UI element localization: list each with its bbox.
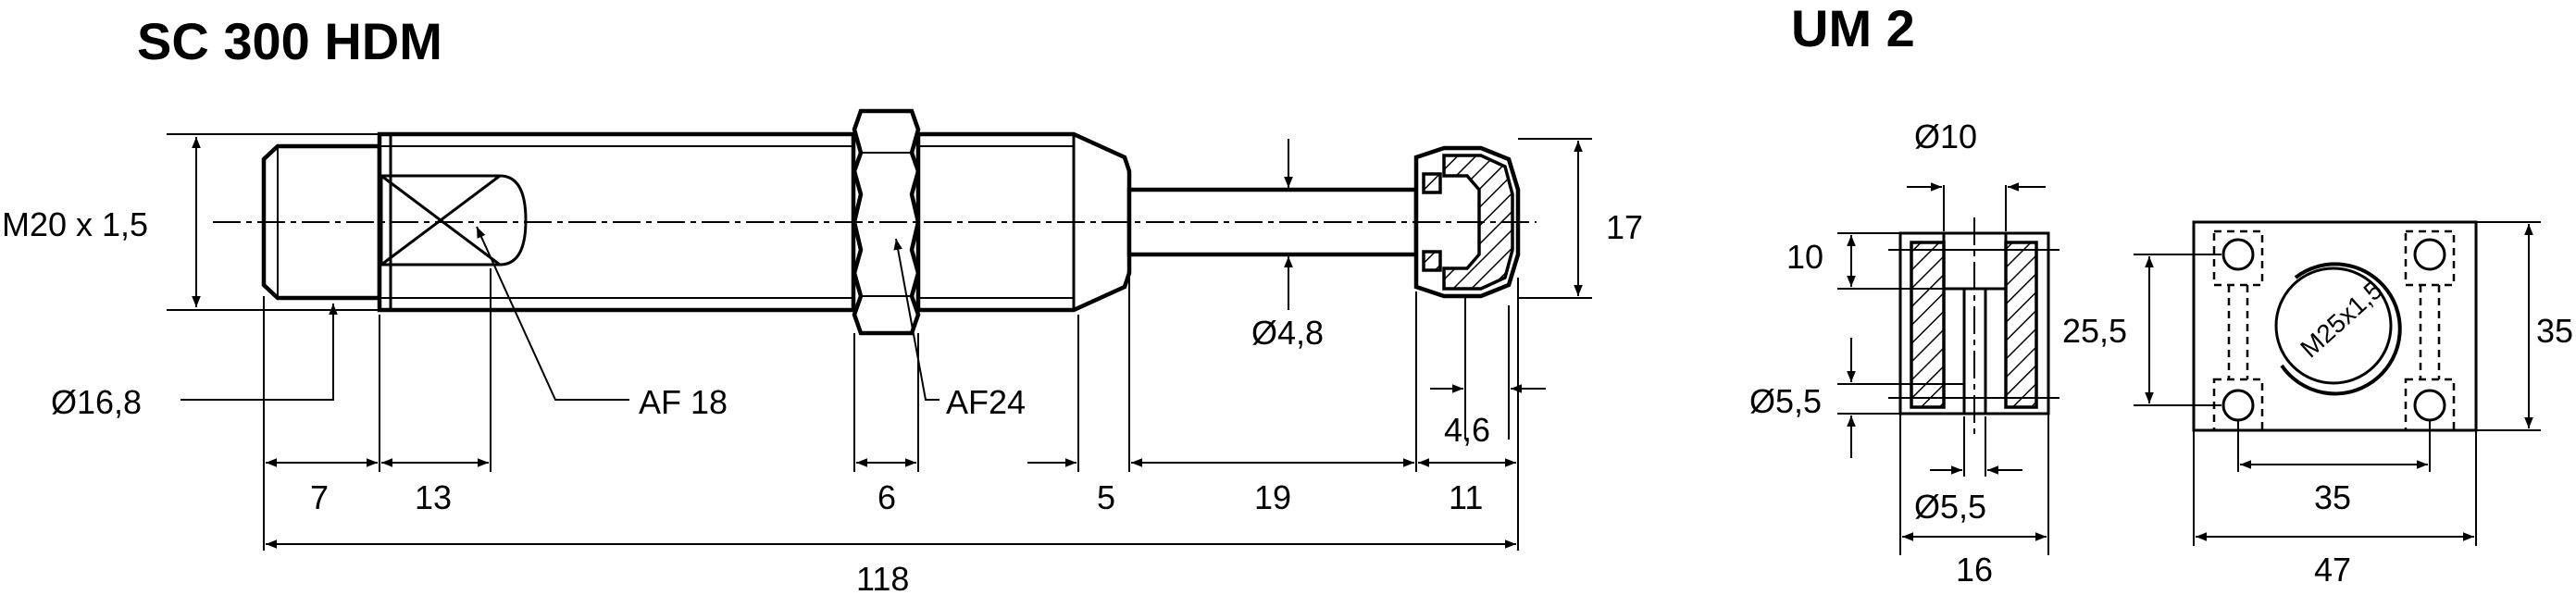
bore-label: Ø10 (1914, 118, 1977, 155)
rod-diameter-label: Ø4,8 (1251, 314, 1324, 352)
shock-absorber-dimensions: M20 x 1,5 Ø16,8 AF 18 AF24 Ø4,8 17 4,6 (2, 133, 1643, 595)
length-2: 13 (415, 478, 452, 516)
length-1: 7 (310, 478, 329, 516)
height-label: 35 (2536, 312, 2573, 350)
shock-absorber-view (213, 108, 1537, 336)
hole-spacing-h-label: 35 (2314, 478, 2351, 516)
mounting-block-side-view (1888, 217, 2060, 435)
mounting-block-front-view: M25x1,5 (2192, 220, 2478, 432)
side-width-label: 16 (1956, 551, 1993, 589)
thread-callout: M25x1,5 (2295, 276, 2388, 364)
length-6: 11 (1449, 478, 1483, 516)
hole-spacing-v-label: 25,5 (2062, 312, 2127, 350)
mounting-block-front-dimensions: 25,5 35 35 47 (2062, 221, 2573, 589)
overall-length: 118 (856, 560, 909, 595)
length-3: 6 (877, 478, 896, 516)
hole-bottom-label: Ø5,5 (1914, 488, 1986, 526)
end-cap-section (1442, 154, 1514, 291)
hole-label: Ø5,5 (1749, 382, 1822, 420)
cap-height-label: 17 (1606, 208, 1643, 246)
length-5: 19 (1254, 478, 1291, 516)
width-label: 47 (2314, 551, 2351, 589)
mounting-block-side-dimensions: Ø10 10 Ø5,5 Ø5,5 16 (1749, 118, 2049, 589)
title-shock-absorber: SC 300 HDM (137, 12, 442, 70)
wrench-flat-label: AF 18 (639, 383, 728, 421)
wrench-flat (380, 174, 528, 267)
length-4: 5 (1097, 478, 1115, 516)
title-mounting-block: UM 2 (1791, 0, 1915, 57)
body-diameter-label: Ø16,8 (51, 383, 142, 421)
thread-label: M20 x 1,5 (2, 205, 148, 243)
nut-wrench-label: AF24 (946, 383, 1026, 421)
counterbore-depth-label: 10 (1786, 238, 1823, 276)
cap-offset-label: 4,6 (1444, 411, 1490, 449)
